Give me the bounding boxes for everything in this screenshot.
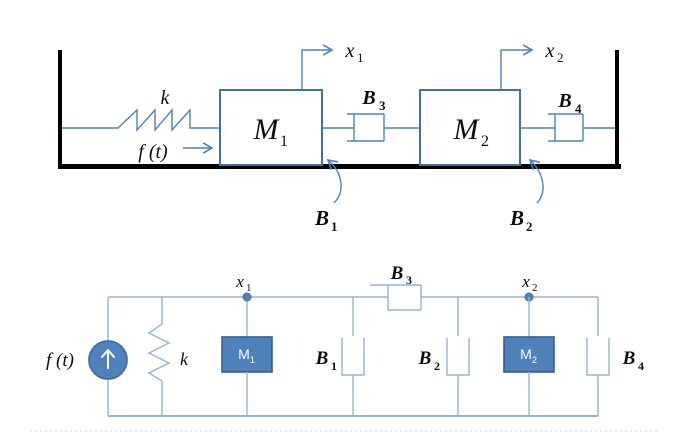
b3-label: B bbox=[361, 87, 375, 109]
x1-displacement-arrow bbox=[301, 44, 334, 90]
mass1-branch bbox=[221, 297, 273, 416]
mass2-box bbox=[419, 89, 521, 166]
node-x1-label: x bbox=[235, 272, 244, 291]
mass2-branch bbox=[503, 297, 555, 416]
force-label: f (t) bbox=[138, 141, 168, 163]
mass2-label: M bbox=[453, 113, 481, 146]
mass1-box bbox=[219, 89, 323, 166]
damper-b4-branch bbox=[586, 297, 610, 416]
mass2-element-label: M bbox=[520, 346, 532, 362]
node-x2-label-sub: 2 bbox=[532, 282, 538, 294]
source-label: f (t) bbox=[46, 350, 74, 371]
mechanical-diagram: k f (t) M 1 x 1 B 3 M 2 x 2 bbox=[58, 40, 621, 234]
b4-label-sub: 4 bbox=[575, 101, 582, 116]
b1-branch-label-sub: 1 bbox=[331, 359, 337, 373]
mass1-label: M bbox=[253, 113, 281, 146]
mass1-element-label-sub: 1 bbox=[250, 355, 255, 365]
damper-b3 bbox=[322, 113, 420, 142]
spring-k bbox=[62, 108, 220, 132]
b2-branch-label: B bbox=[418, 348, 432, 369]
node-x1-label-sub: 1 bbox=[246, 282, 252, 294]
damper-b3-branch bbox=[370, 284, 422, 311]
damper-b2-branch bbox=[446, 297, 470, 416]
damper-b1-branch bbox=[341, 297, 365, 416]
damper-b4 bbox=[520, 113, 615, 142]
b2-branch-label-sub: 2 bbox=[434, 359, 440, 373]
b3-label-sub: 3 bbox=[379, 98, 386, 113]
node-x2-label: x bbox=[521, 272, 530, 291]
b1-callout-arrow bbox=[326, 158, 342, 204]
mass1-element-label: M bbox=[238, 346, 250, 362]
spring-k-branch-label: k bbox=[180, 349, 189, 369]
b3-branch-label-sub: 3 bbox=[406, 273, 412, 287]
b2-label: B bbox=[509, 206, 524, 230]
x2-label-sub: 2 bbox=[557, 50, 564, 65]
b4-branch-label: B bbox=[622, 348, 636, 369]
x2-displacement-arrow bbox=[500, 44, 534, 90]
spring-k-label: k bbox=[161, 87, 171, 109]
x1-label: x bbox=[345, 40, 355, 62]
mass2-label-sub: 2 bbox=[481, 133, 489, 150]
b1-label-sub: 1 bbox=[331, 219, 338, 234]
x1-label-sub: 1 bbox=[357, 50, 364, 65]
b1-label: B bbox=[314, 206, 329, 230]
spring-k-branch bbox=[147, 297, 171, 416]
network-diagram: f (t) k M 1 x 1 B 1 B 3 bbox=[30, 263, 660, 432]
b4-label: B bbox=[557, 90, 571, 112]
x2-label: x bbox=[545, 40, 555, 62]
force-source bbox=[88, 297, 128, 416]
mass1-label-sub: 1 bbox=[280, 133, 288, 150]
b3-branch-label: B bbox=[390, 263, 404, 284]
b2-callout-arrow bbox=[528, 158, 544, 204]
mass2-element-label-sub: 2 bbox=[532, 355, 537, 365]
b1-branch-label: B bbox=[315, 348, 329, 369]
b4-branch-label-sub: 4 bbox=[638, 359, 644, 373]
node-x1 bbox=[242, 292, 252, 302]
b2-label-sub: 2 bbox=[526, 219, 533, 234]
